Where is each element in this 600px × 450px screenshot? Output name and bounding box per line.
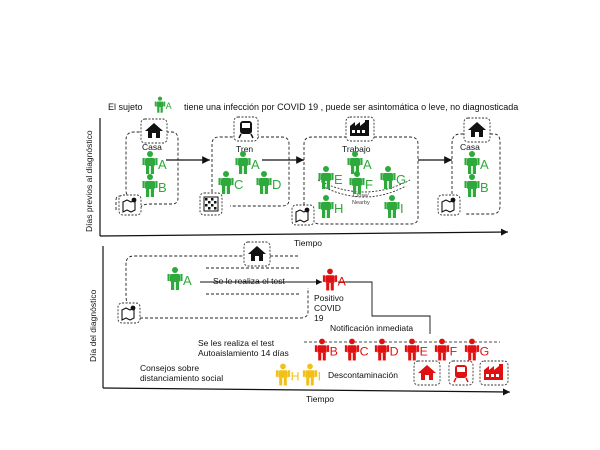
person-work-e: E [318, 166, 343, 189]
person-infected-f: F [434, 338, 458, 361]
person-home2-a: A [464, 151, 489, 174]
positive-text: Positivo COVID 19 [314, 293, 344, 324]
person-isolated-i-letter: I [318, 370, 321, 384]
person-home1-a: A [142, 151, 167, 174]
place-label-trabajo: Trabajo [342, 144, 371, 154]
notification-line [338, 281, 431, 334]
decontamination-train-icon [448, 360, 474, 386]
person-home1-b: B [142, 174, 167, 197]
decontamination-text: Descontaminación [328, 370, 398, 380]
person-work-h-letter: H [334, 201, 343, 216]
place-label-casa-1: Casa [142, 142, 162, 152]
decontamination-factory-icon [479, 360, 509, 386]
intro-subject-person: A [154, 96, 173, 113]
advice-text: Consejos sobre distanciamiento social [140, 363, 224, 384]
house-icon-casa-1 [140, 118, 168, 144]
qr-code-icon-tren [199, 192, 223, 216]
person-infected-c: C [344, 338, 369, 361]
person-work-g-letter: G [396, 172, 406, 187]
intro-suffix: tiene una infección por COVID 19 , puede… [184, 102, 519, 112]
contacts-test-text: Se les realiza el test Autoaislamiento 1… [198, 338, 289, 359]
train-icon-tren [233, 116, 259, 142]
person-bottom-subject-letter: A [183, 273, 192, 288]
person-train-d-letter: D [272, 177, 281, 192]
bottom-x-axis [102, 387, 511, 396]
person-home2-b: B [464, 174, 489, 197]
map-icon-trabajo [291, 204, 315, 226]
person-train-c: C [218, 171, 243, 194]
trajectory-path-bottom [120, 255, 309, 319]
person-isolated-h: H [275, 363, 300, 386]
test-text: Se le realiza el test [213, 276, 285, 286]
close-nearby-label: Close/ Nearby [352, 193, 370, 206]
house-icon-bottom [243, 241, 271, 267]
person-infected-d-letter: D [390, 345, 399, 359]
person-infected-b: B [314, 338, 338, 361]
person-positive-a-letter: A [338, 275, 347, 289]
person-work-e-letter: E [334, 172, 343, 187]
place-label-tren: Tren [236, 144, 254, 154]
person-infected-e: E [404, 338, 428, 361]
intro-subject-person-letter: A [166, 101, 173, 111]
intro-prefix: El sujeto [108, 102, 143, 112]
person-home1-b-letter: B [158, 180, 167, 195]
person-home1-a-letter: A [158, 157, 167, 172]
place-label-casa-2: Casa [460, 142, 480, 152]
notification-text: Notificación inmediata [330, 323, 414, 333]
map-icon-casa-1 [118, 194, 142, 216]
bottom-x-axis-label: Tiempo [306, 394, 335, 404]
person-infected-d: D [374, 338, 399, 361]
trajectory-path-work [303, 136, 419, 225]
person-infected-g: G [464, 338, 490, 361]
person-train-a-letter: A [251, 157, 260, 172]
map-icon-casa-2 [437, 194, 461, 216]
house-icon-casa-2 [463, 117, 491, 143]
person-home2-a-letter: A [480, 157, 489, 172]
factory-icon-trabajo [345, 116, 375, 142]
person-work-f: F [349, 171, 373, 194]
trajectory-path-home-2 [451, 133, 501, 215]
person-home2-b-letter: B [480, 180, 489, 195]
person-work-h: H [318, 195, 343, 218]
person-infected-e-letter: E [420, 345, 428, 359]
map-icon-bottom [117, 302, 141, 324]
person-train-a: A [235, 151, 260, 174]
person-work-a-letter: A [363, 157, 372, 172]
person-bottom-subject: A [167, 267, 192, 290]
person-infected-c-letter: C [360, 345, 369, 359]
decontamination-house-icon [413, 360, 441, 386]
person-work-a: A [347, 151, 372, 174]
person-train-d: D [256, 171, 281, 194]
person-positive-a: A [322, 268, 347, 291]
person-isolated-h-letter: H [291, 370, 300, 384]
person-work-i-letter: I [400, 201, 404, 216]
top-x-axis [99, 228, 509, 237]
person-work-f-letter: F [365, 177, 373, 192]
person-isolated-i: I [302, 363, 321, 386]
person-infected-f-letter: F [450, 345, 458, 359]
person-train-c-letter: C [234, 177, 243, 192]
close-nearby-arc [317, 179, 411, 193]
top-x-axis-label: Tiempo [294, 238, 323, 248]
person-work-i: I [384, 195, 404, 218]
person-infected-g-letter: G [480, 345, 490, 359]
trajectory-path-top [115, 131, 290, 215]
person-work-g: G [380, 166, 406, 189]
person-infected-b-letter: B [330, 345, 338, 359]
